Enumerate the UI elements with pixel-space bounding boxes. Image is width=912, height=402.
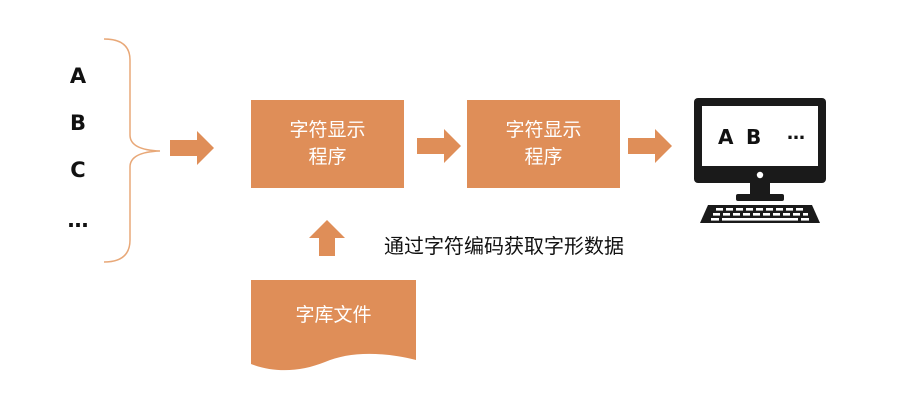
input-char-ellipsis: … xyxy=(67,208,89,232)
char-display-program-label: 字符显示 程序 xyxy=(289,119,366,168)
screen-char-a: A xyxy=(718,125,734,149)
caption-text: 通过字符编码获取字形数据 xyxy=(384,234,624,258)
font-file-label: 字库文件 xyxy=(295,303,372,326)
grouping-brace xyxy=(103,38,161,263)
char-display-program-box-1: 字符显示 程序 xyxy=(251,100,404,188)
font-file-shape xyxy=(251,280,416,371)
arrow-right-icon xyxy=(628,129,672,163)
keyboard-icon xyxy=(700,205,820,223)
char-display-program-label: 字符显示 程序 xyxy=(505,119,582,168)
monitor-screen xyxy=(702,106,818,166)
input-char-c: C xyxy=(70,158,86,182)
font-file-box: 字库文件 xyxy=(251,290,416,340)
monitor-power-dot xyxy=(756,171,764,179)
screen-char-b: B xyxy=(746,125,762,149)
arrow-right-icon xyxy=(170,131,214,165)
input-char-a: A xyxy=(69,64,87,88)
screen-ellipsis: … xyxy=(787,123,805,144)
arrow-up-icon xyxy=(309,220,345,256)
input-char-b: B xyxy=(69,111,86,135)
monitor-base xyxy=(736,194,784,201)
arrow-right-icon xyxy=(417,129,461,163)
monitor-neck xyxy=(750,183,770,195)
char-display-program-box-2: 字符显示 程序 xyxy=(467,100,620,188)
